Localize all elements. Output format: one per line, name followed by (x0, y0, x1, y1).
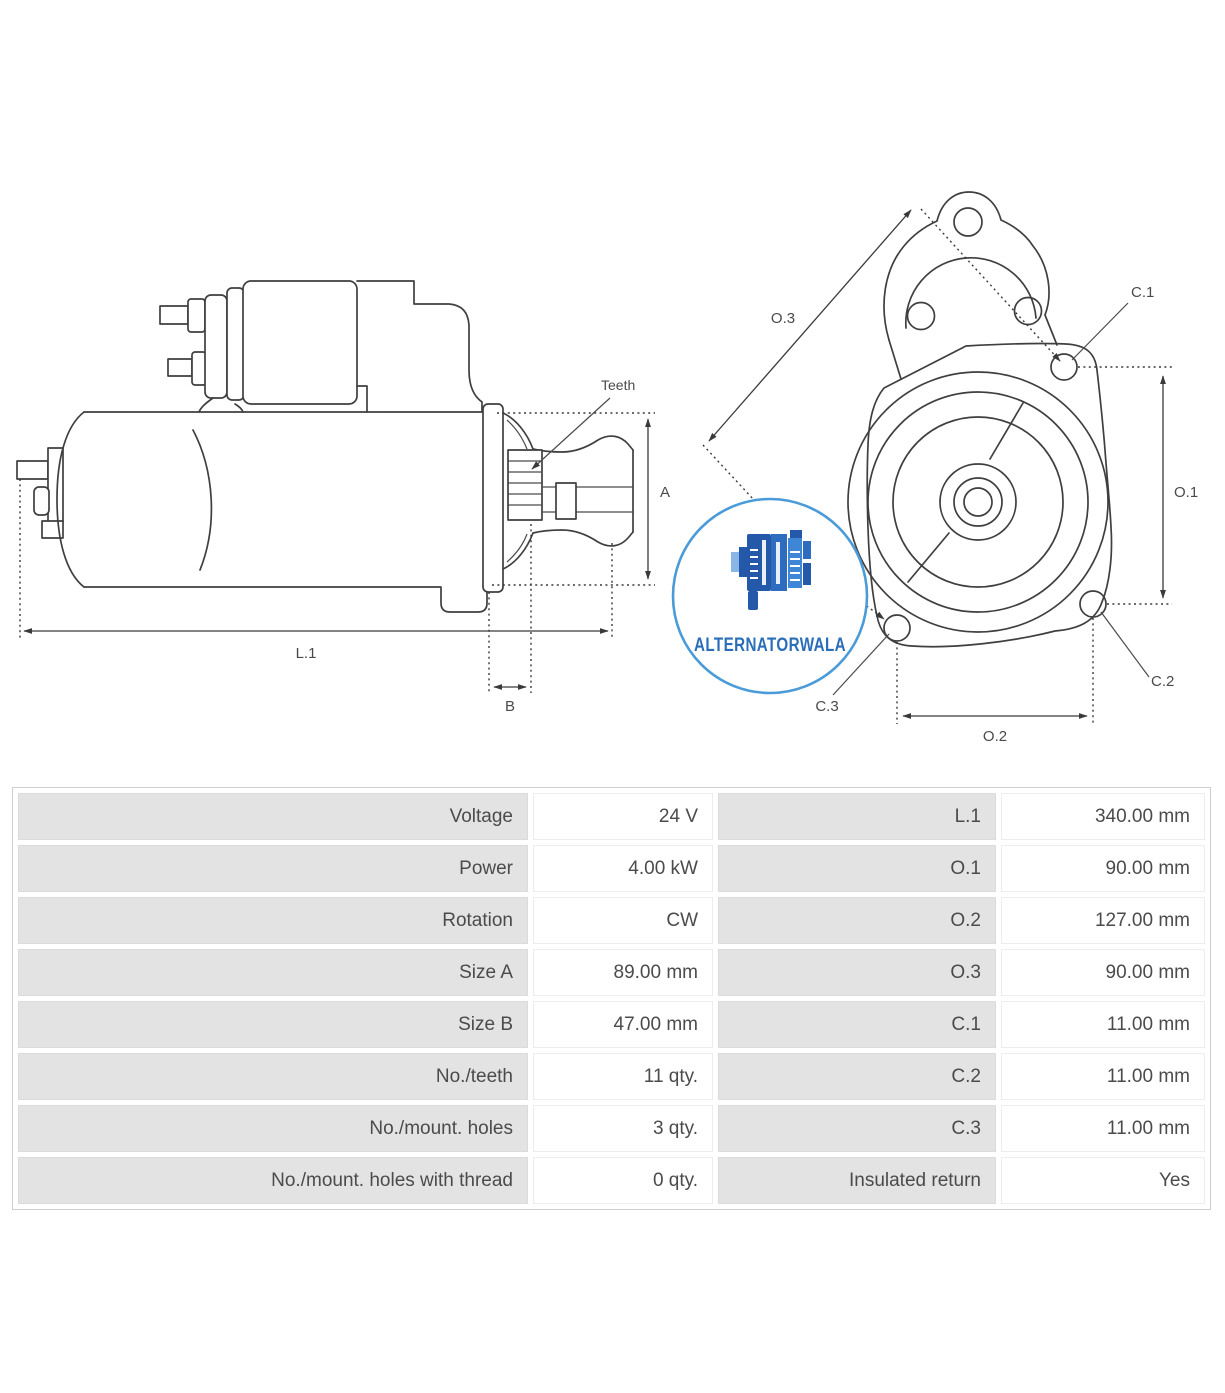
pinion-gear (507, 449, 543, 521)
dimension-a: A (492, 412, 670, 586)
spec-table: Voltage 24 V L.1 340.00 mm Power 4.00 kW… (12, 787, 1211, 1210)
spec-value: 90.00 mm (1001, 845, 1205, 892)
top-bracket (883, 191, 1058, 380)
solenoid (159, 280, 483, 413)
dimension-b: B (488, 524, 532, 715)
table-row: No./mount. holes 3 qty. C.3 11.00 mm (18, 1105, 1205, 1152)
bracket-hole-top (953, 207, 983, 237)
spec-value: Yes (1001, 1157, 1205, 1204)
spec-label: Voltage (18, 793, 528, 840)
spec-value: 11.00 mm (1001, 1053, 1205, 1100)
spec-value: 24 V (533, 793, 713, 840)
bracket-hole-right (1013, 296, 1043, 326)
dimension-o2: O.2 (896, 618, 1094, 745)
c2-callout: C.2 (1100, 611, 1174, 690)
spec-value: 11.00 mm (1001, 1001, 1205, 1048)
spec-label: O.2 (718, 897, 996, 944)
c1-label: C.1 (1131, 284, 1154, 301)
spec-label: No./mount. holes (18, 1105, 528, 1152)
spec-label: C.3 (718, 1105, 996, 1152)
dim-o3-label: O.3 (771, 310, 795, 327)
table-row: Rotation CW O.2 127.00 mm (18, 897, 1205, 944)
spec-value: 0 qty. (533, 1157, 713, 1204)
spec-value: 340.00 mm (1001, 793, 1205, 840)
spec-value: 47.00 mm (533, 1001, 713, 1048)
spec-value: CW (533, 897, 713, 944)
c2-label: C.2 (1151, 673, 1174, 690)
dim-o1-label: O.1 (1174, 484, 1198, 501)
spec-label: Rotation (18, 897, 528, 944)
table-row: Power 4.00 kW O.1 90.00 mm (18, 845, 1205, 892)
c3-label: C.3 (815, 698, 838, 715)
dimension-l1: L.1 (19, 479, 613, 662)
table-row: No./teeth 11 qty. C.2 11.00 mm (18, 1053, 1205, 1100)
table-row: Size B 47.00 mm C.1 11.00 mm (18, 1001, 1205, 1048)
spec-label: No./teeth (18, 1053, 528, 1100)
spec-label: Size B (18, 1001, 528, 1048)
spec-label: C.2 (718, 1053, 996, 1100)
table-row: Voltage 24 V L.1 340.00 mm (18, 793, 1205, 840)
spec-value: 11 qty. (533, 1053, 713, 1100)
spec-label: L.1 (718, 793, 996, 840)
spec-label: Size A (18, 949, 528, 996)
table-row: Size A 89.00 mm O.3 90.00 mm (18, 949, 1205, 996)
technical-drawing: Teeth A B L.1 (16, 191, 1198, 745)
dim-a-label: A (660, 484, 670, 501)
spec-value: 11.00 mm (1001, 1105, 1205, 1152)
spec-label: O.1 (718, 845, 996, 892)
motor-body (56, 411, 484, 588)
side-view-drawing: Teeth A B L.1 (16, 280, 670, 715)
spec-label: Power (18, 845, 528, 892)
dimension-o3: O.3 (702, 208, 1061, 515)
logo-alternator-icon (731, 530, 811, 610)
spec-label: No./mount. holes with thread (18, 1157, 528, 1204)
table-row: No./mount. holes with thread 0 qty. Insu… (18, 1157, 1205, 1204)
brand-logo: ALTERNATORWALA (671, 497, 869, 695)
spec-value: 89.00 mm (533, 949, 713, 996)
teeth-callout: Teeth (531, 377, 635, 470)
dim-l1-label: L.1 (296, 645, 317, 662)
dim-b-label: B (505, 698, 515, 715)
mounting-flange (866, 342, 1113, 648)
front-view-drawing: O.3 C.1 O.1 C.2 C (702, 191, 1198, 745)
dim-o2-label: O.2 (983, 728, 1007, 745)
spec-label: C.1 (718, 1001, 996, 1048)
terminal-studs (16, 447, 64, 539)
spec-value: 90.00 mm (1001, 949, 1205, 996)
spec-label: O.3 (718, 949, 996, 996)
spec-label: Insulated return (718, 1157, 996, 1204)
mount-hole-c3 (883, 614, 911, 642)
bracket-hole-left (906, 301, 936, 331)
logo-wordmark: ALTERNATORWALA (694, 635, 846, 656)
spec-value: 127.00 mm (1001, 897, 1205, 944)
shaft-collar (555, 482, 577, 520)
mount-hole-c1 (1050, 353, 1078, 381)
logo-ring (671, 497, 869, 695)
spec-value: 4.00 kW (533, 845, 713, 892)
drive-end-housing (440, 403, 634, 613)
teeth-label: Teeth (601, 377, 635, 393)
spec-value: 3 qty. (533, 1105, 713, 1152)
dimension-o1: O.1 (1078, 366, 1198, 605)
c1-callout: C.1 (1071, 284, 1154, 361)
motor-front-circles (847, 371, 1109, 633)
mount-hole-c2 (1079, 590, 1107, 618)
